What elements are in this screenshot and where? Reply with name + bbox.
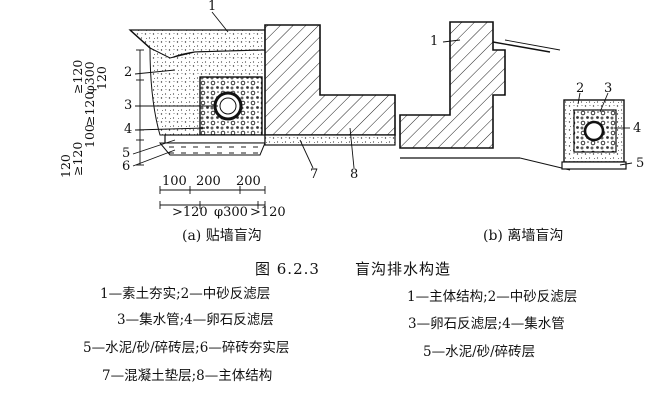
legend-right-line-1: 1—主体结构;2—中砂反滤层 [407,289,578,305]
legend-left-line-2: 3—集水管;4—卵石反滤层 [117,312,274,328]
callout-a-3: 3 [124,98,133,113]
callout-b-3: 3 [604,81,613,96]
dim-v-120-top: 120 [94,66,109,90]
callout-a-5: 5 [122,146,131,161]
callout-a-6: 6 [122,159,131,174]
callout-b-4: 4 [633,121,642,136]
callout-a-2: 2 [124,65,133,80]
legend-left-line-1: 1—素土夯实;2—中砂反滤层 [100,286,271,302]
dim-h-phi300: φ300 [214,205,248,220]
panel-a-drawing [128,11,396,209]
main-structure-wall-b [399,21,506,149]
cement-sand-brick-layer-b [561,161,627,170]
callout-a-8: 8 [350,167,359,182]
callout-a-4: 4 [124,122,133,137]
dim-h-gt120-left: >120 [172,205,208,220]
drain-pipe-b [583,120,605,142]
legend-left-line-4: 7—混凝土垫层;8—主体结构 [102,368,273,384]
caption-panel-b: (b) 离墙盲沟 [483,228,564,244]
dim-h-200-a: 200 [196,174,221,189]
legend-right-line-2: 3—卵石反滤层;4—集水管 [408,316,565,332]
main-structure-wall [264,24,396,136]
callout-a-7: 7 [310,167,319,182]
dim-v-100: 100 [82,124,97,148]
callout-b-1: 1 [430,34,439,49]
cement-sand-brick-layer [164,134,266,144]
legend-right-line-3: 5—水泥/砂/碎砖层 [423,344,536,360]
dim-v-ge120-c: ≥120 [70,59,85,94]
dim-h-200-b: 200 [236,174,261,189]
dim-h-gt120-right: >120 [250,205,286,220]
figure-title: 盲沟排水构造 [355,260,452,278]
caption-panel-a: (a) 贴墙盲沟 [182,228,262,244]
panel-b-drawing [399,21,633,171]
dim-v-ge120-b: ≥120 [82,91,97,126]
callout-b-5: 5 [636,156,645,171]
concrete-cushion [264,134,396,146]
callout-a-1: 1 [208,0,217,14]
dim-h-100: 100 [162,174,187,189]
figure-number: 图 6.2.3 [255,260,320,278]
compacted-brick-layer [158,142,266,156]
callout-b-2: 2 [576,81,585,96]
legend-left-line-3: 5—水泥/砂/碎砖层;6—碎砖夯实层 [83,340,290,356]
